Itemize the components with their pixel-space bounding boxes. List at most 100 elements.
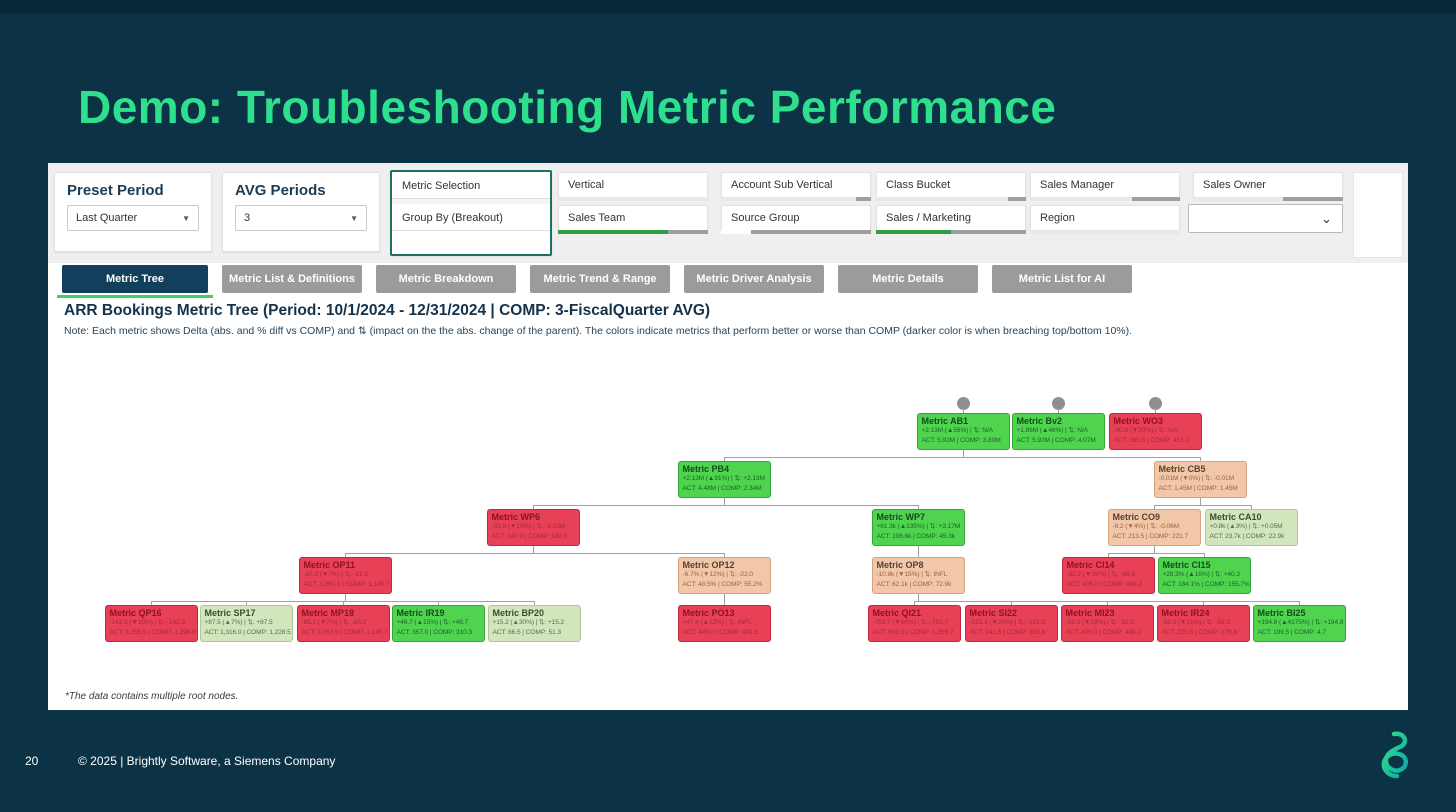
metric-node-delta: -8.2 (▼4%) | ⇅: -0.06M bbox=[1112, 523, 1180, 531]
metric-node-act-comp: ACT: 360.5 | COMP: 451.3 bbox=[1113, 436, 1190, 444]
metric-node-act-comp: ACT: 220.5 | COMP: 278.8 bbox=[1161, 628, 1238, 636]
report-footnote: *The data contains multiple root nodes. bbox=[65, 691, 239, 702]
filter-field-label: Vertical bbox=[558, 172, 708, 197]
filter-field-sales-marketing[interactable]: Sales / Marketing bbox=[876, 205, 1026, 234]
metric-node-delta: +47.4 (▲12%) | ⇅: INFL bbox=[682, 619, 752, 627]
metric-node-title: Metric WO3 bbox=[1113, 416, 1164, 426]
metric-node-act-comp: ACT: 5.92M | COMP: 4.07M bbox=[1016, 436, 1096, 444]
dropdown-caret-icon: ▼ bbox=[350, 213, 358, 223]
metric-node-title: Metric CI14 bbox=[1066, 560, 1115, 570]
tab-metric-list-definitions[interactable]: Metric List & Definitions bbox=[222, 265, 362, 293]
tab-metric-list-for-ai[interactable]: Metric List for AI bbox=[992, 265, 1132, 293]
preset-period-value: Last Quarter bbox=[76, 212, 138, 224]
metric-node-delta: -90.8 (▼20%) | ⇅: N/A bbox=[1113, 427, 1179, 435]
filter-field-vertical[interactable]: Vertical bbox=[558, 172, 708, 201]
metric-node-delta: +46.7 (▲15%) | ⇅: +46.7 bbox=[396, 619, 469, 627]
metric-node-delta: -85.2 (▼7%) | ⇅: -85.2 bbox=[301, 619, 367, 627]
tab-metric-tree[interactable]: Metric Tree bbox=[57, 265, 213, 298]
filter-field-label: Sales Manager bbox=[1030, 172, 1180, 197]
metric-node-title: Metric QP16 bbox=[109, 608, 162, 618]
metric-node-delta: -753.7 (▼56%) | ⇅: -753.7 bbox=[872, 619, 949, 627]
filter-bar: Preset Period Last Quarter ▼ AVG Periods… bbox=[48, 163, 1408, 263]
metric-node-title: Metric OP12 bbox=[682, 560, 735, 570]
metric-node-act-comp: ACT: 62.1k | COMP: 72.9k bbox=[876, 580, 952, 588]
filter-field-class-bucket[interactable]: Class Bucket bbox=[876, 172, 1026, 201]
metric-node-title: Metric SP17 bbox=[204, 608, 256, 618]
filter-progress-bar bbox=[876, 230, 1026, 234]
divider-stripe bbox=[392, 199, 550, 204]
selector-item-group-by[interactable]: Group By (Breakout) bbox=[402, 212, 503, 224]
metric-node-title: Metric AB1 bbox=[921, 416, 969, 426]
tab-metric-trend-range[interactable]: Metric Trend & Range bbox=[530, 265, 670, 293]
divider bbox=[392, 198, 550, 199]
metric-node-act-comp: ACT: 406.0 | COMP: 498.2 bbox=[1066, 580, 1143, 588]
metric-node-title: Metric PB4 bbox=[682, 464, 730, 474]
filter-field-account-sub-vertical[interactable]: Account Sub Vertical bbox=[721, 172, 871, 201]
filter-progress-bar bbox=[876, 197, 1026, 201]
selector-item-metric-selection[interactable]: Metric Selection bbox=[402, 180, 481, 192]
metric-node-delta: +194.8 (▲4175%) | ⇅: +194.8 bbox=[1257, 619, 1344, 627]
tab-metric-driver-analysis[interactable]: Metric Driver Analysis bbox=[684, 265, 824, 293]
empty-filter-select[interactable]: ⌄ bbox=[1188, 204, 1343, 233]
avg-periods-dropdown[interactable]: 3 ▼ bbox=[235, 205, 367, 231]
filter-field-region[interactable]: Region bbox=[1030, 205, 1180, 234]
metric-node-act-comp: ACT: 1,060.5 | COMP: 1,145.7 bbox=[301, 628, 388, 636]
preset-period-dropdown[interactable]: Last Quarter ▼ bbox=[67, 205, 199, 231]
tab-metric-breakdown[interactable]: Metric Breakdown bbox=[376, 265, 516, 293]
metric-node-delta: +15.2 (▲30%) | ⇅: +15.2 bbox=[492, 619, 565, 627]
report-heading: ARR Bookings Metric Tree (Period: 10/1/2… bbox=[64, 302, 711, 319]
slide-title: Demo: Troubleshooting Metric Performance bbox=[78, 81, 1057, 133]
metric-node-delta: +61.3k (▲135%) | ⇅: +3.17M bbox=[876, 523, 961, 531]
metric-node-delta: -0.01M (▼0%) | ⇅: -0.01M bbox=[1158, 475, 1235, 483]
filter-field-sales-manager[interactable]: Sales Manager bbox=[1030, 172, 1180, 201]
filter-field-sales-team[interactable]: Sales Team bbox=[558, 205, 708, 234]
tab-metric-details[interactable]: Metric Details bbox=[838, 265, 978, 293]
metric-node-act-comp: ACT: 213.5 | COMP: 221.7 bbox=[1112, 532, 1189, 540]
metric-node-act-comp: ACT: 66.5 | COMP: 51.3 bbox=[492, 628, 562, 636]
filter-field-label: Region bbox=[1030, 205, 1180, 230]
metric-node-title: Metric MP18 bbox=[301, 608, 355, 618]
filter-field-source-group[interactable]: Source Group bbox=[721, 205, 871, 234]
metric-node-title: Metric MI23 bbox=[1065, 608, 1115, 618]
avg-periods-card: AVG Periods 3 ▼ bbox=[222, 172, 380, 252]
metric-node-delta: -142.3 (▼10%) | ⇅: -142.3 bbox=[109, 619, 186, 627]
tab-bar: Metric Tree Metric List & Definitions Metr… bbox=[57, 265, 1146, 299]
metric-node-act-comp: ACT: 1.45M | COMP: 1.45M bbox=[1158, 484, 1238, 492]
metric-node-delta: +2.13M (▲56%) | ⇅: N/A bbox=[921, 427, 994, 435]
filter-field-label: Class Bucket bbox=[876, 172, 1026, 197]
avg-periods-value: 3 bbox=[244, 212, 251, 224]
metric-node-title: Metric SI22 bbox=[969, 608, 1018, 618]
metric-node-title: Metric PO13 bbox=[682, 608, 735, 618]
filter-field-label: Sales / Marketing bbox=[876, 205, 1026, 230]
filter-field-label: Sales Owner bbox=[1193, 172, 1343, 197]
metric-node-act-comp: ACT: 147.0 | COMP: 180.8 bbox=[491, 532, 568, 540]
filter-field-sales-owner[interactable]: Sales Owner bbox=[1193, 172, 1343, 201]
